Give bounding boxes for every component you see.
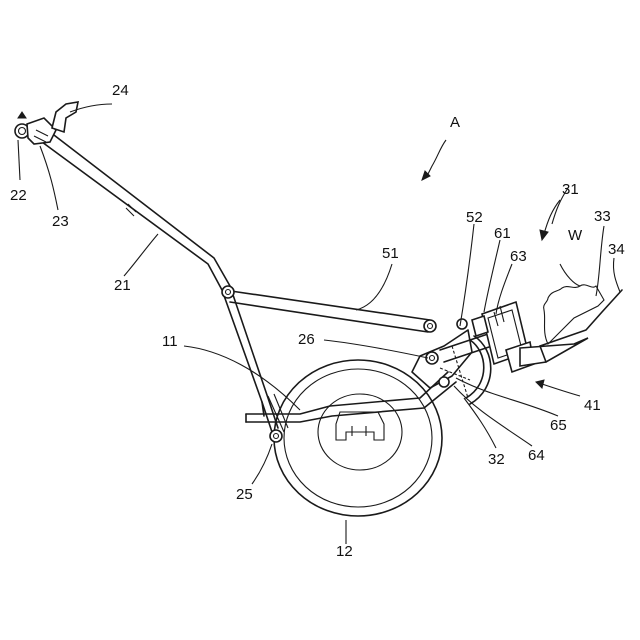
link-arm xyxy=(222,286,436,332)
handle xyxy=(42,132,278,432)
leader-lines xyxy=(18,104,620,544)
label-52: 52 xyxy=(466,209,483,226)
label-26: 26 xyxy=(298,331,315,348)
label-34: 34 xyxy=(608,241,625,258)
reference-labels: 24 22 23 21 A 31 33 34 52 61 W 63 51 11 … xyxy=(10,82,625,560)
label-12: 12 xyxy=(336,543,353,560)
label-41: 41 xyxy=(584,397,601,414)
label-22: 22 xyxy=(10,187,27,204)
wheel xyxy=(274,360,442,516)
label-31: 31 xyxy=(562,181,579,198)
label-24: 24 xyxy=(112,82,129,99)
label-32: 32 xyxy=(488,451,505,468)
label-64: 64 xyxy=(528,447,545,464)
label-11: 11 xyxy=(162,333,178,350)
label-33: 33 xyxy=(594,208,611,225)
handle-grip xyxy=(15,102,78,144)
label-63: 63 xyxy=(510,248,527,265)
label-W: W xyxy=(568,227,583,244)
label-65: 65 xyxy=(550,417,567,434)
label-21: 21 xyxy=(114,277,131,294)
label-A: A xyxy=(450,114,460,131)
label-23: 23 xyxy=(52,213,69,230)
label-25: 25 xyxy=(236,486,253,503)
label-51: 51 xyxy=(382,245,399,262)
label-61: 61 xyxy=(494,225,511,242)
